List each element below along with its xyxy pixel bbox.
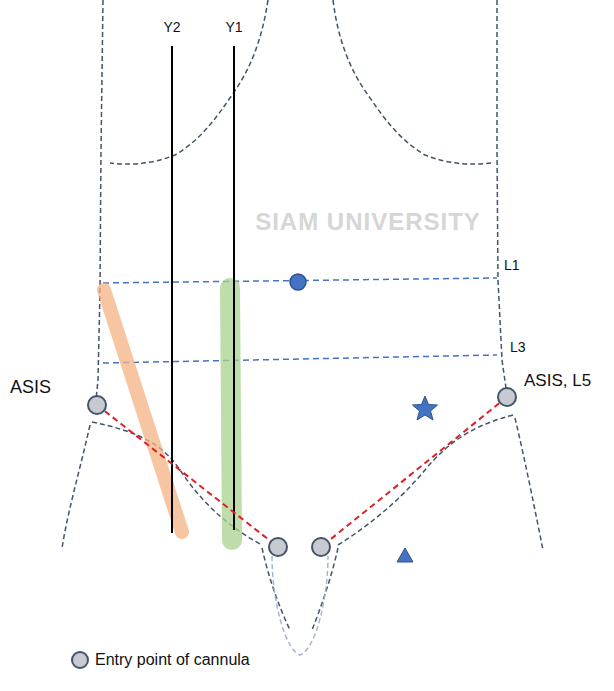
vertical-line <box>233 46 235 530</box>
landmark-label: ASIS <box>10 378 51 398</box>
body-outline <box>497 0 506 388</box>
inguinal-outline <box>338 415 513 545</box>
level-line <box>103 355 497 363</box>
level-label: L1 <box>504 258 520 273</box>
body-outline <box>96 0 103 400</box>
axis-label: Y2 <box>163 20 180 35</box>
orange-band <box>104 290 182 532</box>
red-dashed-line <box>321 397 507 547</box>
thigh-outline <box>312 548 338 630</box>
genital-outline <box>272 556 328 655</box>
chest-outline <box>333 0 492 164</box>
entry-point <box>88 396 106 414</box>
star-symbol <box>413 396 438 420</box>
landmark-dot <box>290 274 306 290</box>
triangle-symbol <box>397 548 413 562</box>
axis-label: Y1 <box>225 20 242 35</box>
red-dashed-line <box>97 405 278 547</box>
body-outline <box>62 425 90 548</box>
legend-text: Entry point of cannula <box>95 651 250 669</box>
landmark-label: ASIS, L5 <box>524 372 591 391</box>
watermark: SIAM UNIVERSITY <box>255 209 481 235</box>
level-label: L3 <box>510 340 526 355</box>
entry-point <box>312 538 330 556</box>
entry-point <box>269 538 287 556</box>
chest-outline <box>110 0 268 164</box>
vertical-line <box>171 46 173 533</box>
thigh-outline <box>262 548 290 630</box>
body-outline <box>515 418 543 550</box>
legend-swatch <box>72 652 88 668</box>
entry-point <box>498 388 516 406</box>
green-band <box>230 288 232 540</box>
